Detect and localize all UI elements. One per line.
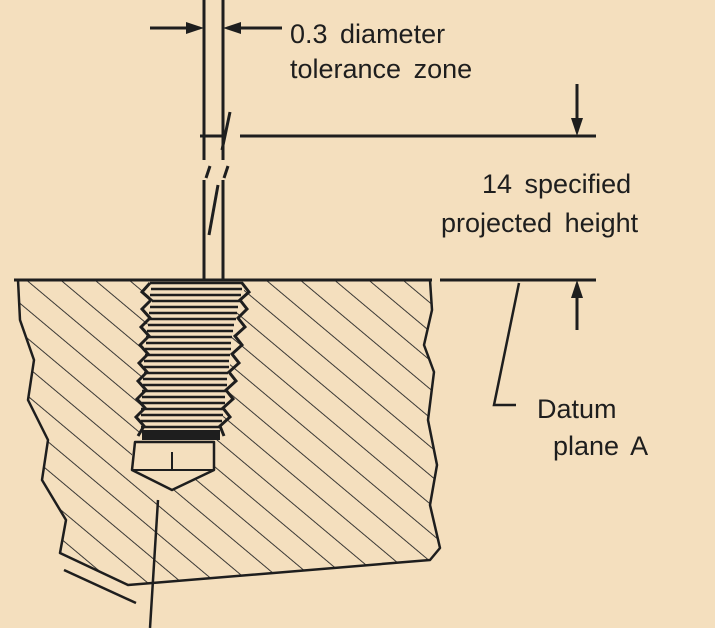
datum-leader	[492, 282, 521, 407]
datum-plane-label-line1: Datum	[537, 394, 617, 424]
projected-height-label-line1: 14 specified	[482, 169, 632, 199]
projected-tolerance-zone	[200, 0, 232, 280]
tapped-hole	[130, 280, 252, 492]
tolerance-zone-label-line2: tolerance zone	[290, 54, 473, 84]
bottom-leaders	[63, 499, 160, 628]
projected-height-dimension	[240, 84, 596, 330]
sectioned-part	[16, 279, 442, 587]
tolerance-zone-label-line1: 0.3 diameter	[290, 19, 446, 49]
diameter-dimension	[150, 22, 282, 34]
datum-plane-label-line2: plane A	[553, 431, 649, 461]
projected-height-label-line2: projected height	[441, 208, 639, 238]
thread-texture	[141, 281, 243, 435]
